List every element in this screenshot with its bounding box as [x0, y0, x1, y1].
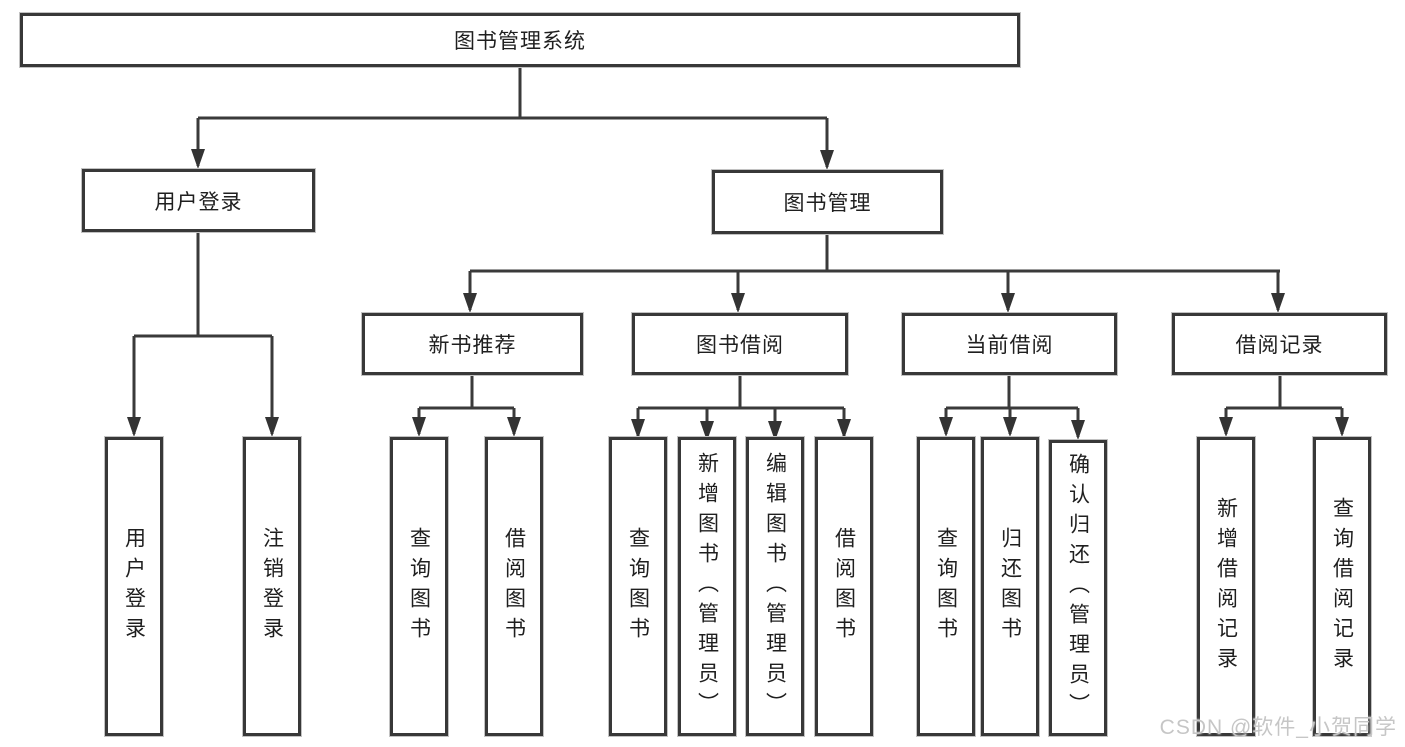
leaf-query-books-current: 查询图书: [917, 437, 975, 736]
node-book-borrow: 图书借阅: [632, 313, 848, 375]
leaf-label: 新增图书（管理员）: [695, 451, 719, 722]
leaf-query-books-recommend: 查询图书: [390, 437, 448, 736]
leaf-logout: 注销登录: [243, 437, 301, 736]
leaf-add-borrow-record: 新增借阅记录: [1197, 437, 1255, 736]
leaf-edit-book-admin: 编辑图书（管理员）: [746, 437, 804, 736]
leaf-label: 查询借阅记录: [1330, 496, 1354, 677]
leaf-return-book: 归还图书: [981, 437, 1039, 736]
node-root-system: 图书管理系统: [20, 13, 1020, 67]
leaf-label: 查询图书: [934, 526, 958, 647]
leaf-label: 借阅图书: [832, 526, 856, 647]
leaf-user-login: 用户登录: [105, 437, 163, 736]
node-borrow-records: 借阅记录: [1172, 313, 1387, 375]
leaf-label: 借阅图书: [502, 526, 526, 647]
watermark: CSDN @软件_小贺同学: [1159, 716, 1397, 739]
leaf-borrow-books-borrow: 借阅图书: [815, 437, 873, 736]
leaf-label: 用户登录: [122, 526, 146, 647]
leaf-borrow-books-recommend: 借阅图书: [485, 437, 543, 736]
node-label: 当前借阅: [965, 334, 1054, 357]
leaf-label: 归还图书: [998, 526, 1022, 647]
node-label: 图书借阅: [696, 334, 784, 357]
leaf-label: 确认归还（管理员）: [1066, 453, 1090, 723]
node-current-borrow: 当前借阅: [902, 313, 1117, 375]
leaf-query-borrow-record: 查询借阅记录: [1313, 437, 1371, 736]
node-label: 新书推荐: [428, 334, 517, 357]
leaf-label: 查询图书: [626, 526, 650, 647]
node-book-management: 图书管理: [712, 170, 943, 234]
node-label: 图书管理: [783, 192, 872, 215]
node-label: 借阅记录: [1235, 334, 1324, 357]
node-label: 用户登录: [154, 190, 243, 214]
leaf-label: 编辑图书（管理员）: [763, 451, 787, 722]
leaf-add-book-admin: 新增图书（管理员）: [678, 437, 736, 736]
leaf-label: 新增借阅记录: [1214, 496, 1238, 677]
node-new-book-recommend: 新书推荐: [362, 313, 583, 375]
leaf-label: 查询图书: [407, 526, 431, 647]
node-user-login: 用户登录: [82, 169, 315, 232]
leaf-confirm-return-admin: 确认归还（管理员）: [1049, 440, 1107, 736]
leaf-label: 注销登录: [260, 526, 284, 647]
node-label: 图书管理系统: [454, 30, 586, 53]
leaf-query-books-borrow: 查询图书: [609, 437, 667, 736]
